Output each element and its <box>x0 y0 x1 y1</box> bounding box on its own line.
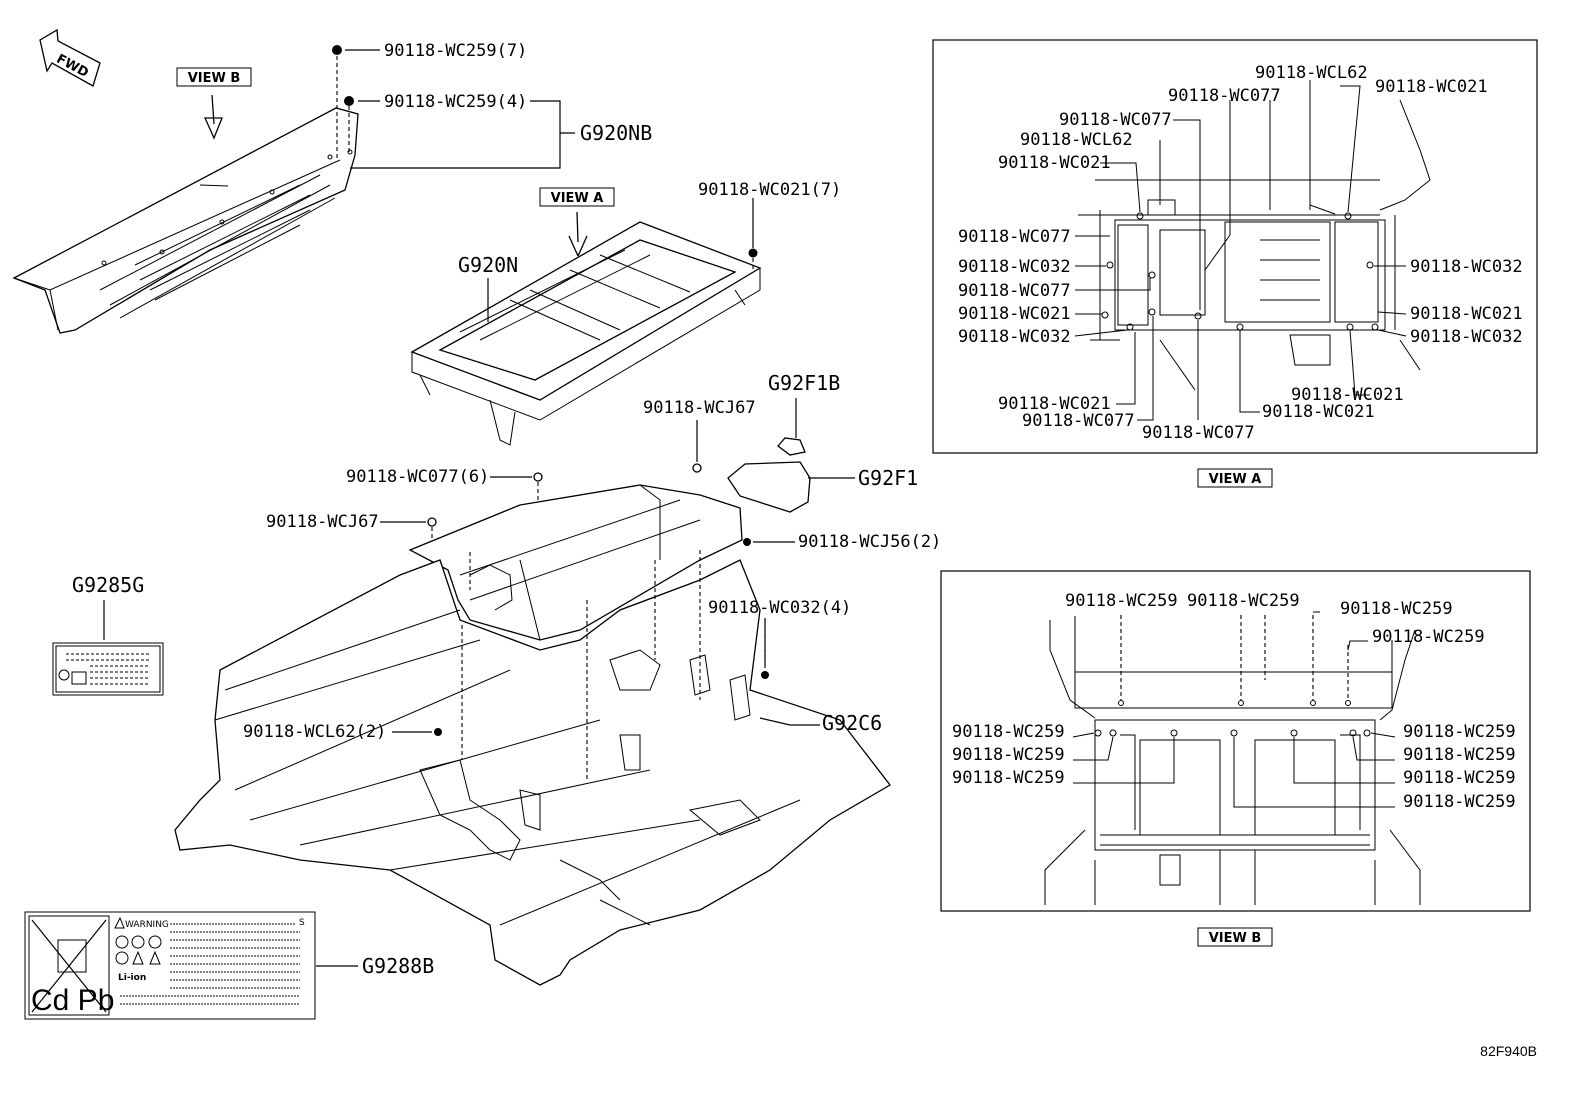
va-label-wc077-upper: 90118-WC077 <box>1059 110 1172 130</box>
va-label-wc021-b1: 90118-WC021 <box>998 394 1111 414</box>
label-wcl62-2: 90118-WCL62(2) <box>243 722 386 742</box>
label-g92f1b: G92F1B <box>768 371 840 395</box>
va-label-wc032-l5: 90118-WC032 <box>958 327 1071 347</box>
vb-label-r2: 90118-WC259 <box>1403 745 1516 765</box>
label-g9285g: G9285G <box>72 573 144 597</box>
label-g92c6: G92C6 <box>822 711 882 735</box>
view-a-panel <box>932 39 1538 454</box>
label-wc259-7: 90118-WC259(7) <box>384 41 527 61</box>
label-sticker-g9288b: Cd Pb WARNING Li-ion S <box>24 911 316 1020</box>
screw-icon <box>761 671 769 679</box>
nut-icon <box>427 517 437 527</box>
warning-text: WARNING <box>125 920 169 930</box>
bracket-g92f1 <box>727 461 811 513</box>
label-wcj56-2: 90118-WCJ56(2) <box>798 532 941 552</box>
view-b-panel <box>940 570 1531 912</box>
screw-icon <box>434 728 442 736</box>
hazard-icon <box>148 935 162 949</box>
va-label-wc032-r1: 90118-WC032 <box>1410 257 1523 277</box>
label-sticker-g9285g <box>52 642 164 696</box>
clip-g92f1b <box>777 437 806 456</box>
va-label-wc077-l1: 90118-WC077 <box>958 227 1071 247</box>
va-label-wc077-b3: 90118-WC077 <box>1142 423 1255 443</box>
view-b-caption: VIEW B <box>1209 931 1262 946</box>
vb-label-t4: 90118-WC259 <box>1372 627 1485 647</box>
fwd-arrow-icon: FWD <box>39 28 101 87</box>
vb-label-t3: 90118-WC259 <box>1340 599 1453 619</box>
va-label-wc077-l3: 90118-WC077 <box>958 281 1071 301</box>
view-a-tag-top: VIEW A <box>551 191 604 206</box>
vb-label-t1: 90118-WC259 <box>1065 591 1178 611</box>
nut-icon <box>533 472 543 482</box>
vb-label-r1: 90118-WC259 <box>1403 722 1516 742</box>
s-mark: S <box>299 918 305 928</box>
label-g92f1: G92F1 <box>858 466 918 490</box>
va-label-wcl62-upper: 90118-WCL62 <box>1020 130 1133 150</box>
hazard-icon <box>115 935 129 949</box>
label-wcj67-top: 90118-WCJ67 <box>643 398 756 418</box>
hazard-icon <box>115 951 129 965</box>
g920nb-cover <box>12 107 359 334</box>
vb-label-r4: 90118-WC259 <box>1403 792 1516 812</box>
va-label-wc032-l2: 90118-WC032 <box>958 257 1071 277</box>
vb-label-l1: 90118-WC259 <box>952 722 1065 742</box>
va-label-wc077-b2: 90118-WC077 <box>1022 411 1135 431</box>
label-g920n: G920N <box>458 253 518 277</box>
label-wcj67-left: 90118-WCJ67 <box>266 512 379 532</box>
va-label-wc021-b5: 90118-WC021 <box>1291 385 1404 405</box>
va-label-wc021-b4: 90118-WC021 <box>1262 402 1375 422</box>
vb-label-l2: 90118-WC259 <box>952 745 1065 765</box>
va-label-wc032-r3: 90118-WC032 <box>1410 327 1523 347</box>
chem-symbols: Cd Pb <box>31 984 114 1017</box>
vb-label-r3: 90118-WC259 <box>1403 768 1516 788</box>
va-label-wc021-r2: 90118-WC021 <box>1410 304 1523 324</box>
warning-icon <box>114 916 125 929</box>
nut-icon <box>692 463 702 473</box>
view-a-caption: VIEW A <box>1209 472 1262 487</box>
view-a-caption-box <box>1197 468 1273 488</box>
view-a-callout: VIEW A <box>539 187 615 257</box>
label-wc259-4: 90118-WC259(4) <box>384 92 527 112</box>
floor-panel <box>174 559 891 986</box>
va-label-wcl62-top: 90118-WCL62 <box>1255 63 1368 83</box>
screw-icon <box>743 538 751 546</box>
screw-icon <box>332 45 354 106</box>
label-g9288b: G9288B <box>362 954 434 978</box>
screw-icon <box>748 248 758 258</box>
label-wc032-4: 90118-WC032(4) <box>708 598 851 618</box>
view-b-callout: VIEW B <box>176 67 252 140</box>
label-wc077-6: 90118-WC077(6) <box>346 467 489 487</box>
view-b-caption-box <box>1197 927 1273 947</box>
va-label-wc021-upper: 90118-WC021 <box>998 153 1111 173</box>
va-label-wc021-l4: 90118-WC021 <box>958 304 1071 324</box>
vb-label-l3: 90118-WC259 <box>952 768 1065 788</box>
vb-label-t2: 90118-WC259 <box>1187 591 1300 611</box>
va-label-wc021-topright: 90118-WC021 <box>1375 77 1488 97</box>
va-label-wc077-top: 90118-WC077 <box>1168 86 1281 106</box>
g920n-frame <box>410 221 762 446</box>
down-arrow-icon <box>568 211 588 257</box>
liion-text: Li-ion <box>118 973 146 983</box>
label-wc021-7: 90118-WC021(7) <box>698 180 841 200</box>
diagram-code: 82F940B <box>1480 1043 1537 1059</box>
label-g920nb: G920NB <box>580 121 652 145</box>
view-b-tag-top: VIEW B <box>188 71 241 86</box>
down-arrow-icon <box>203 94 223 140</box>
hazard-icon <box>131 935 145 949</box>
